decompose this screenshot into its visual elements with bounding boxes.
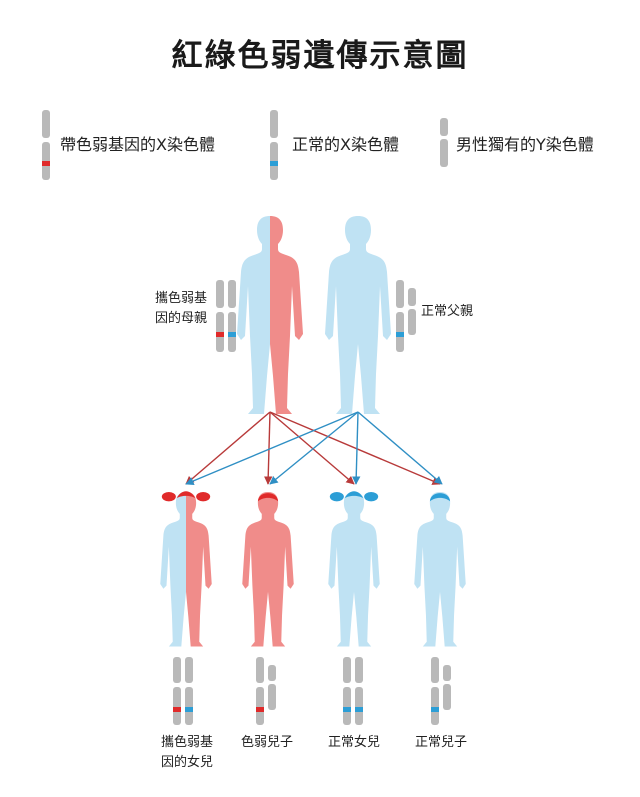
colorblind-son-figure — [242, 492, 294, 647]
arrow-mother-to-carrier-daughter — [185, 411, 271, 485]
x-red-icon — [42, 110, 50, 180]
page-title: 紅綠色弱遺傳示意圖 — [171, 38, 469, 74]
legend-label-x-red: 帶色弱基因的X染色體 — [60, 135, 215, 154]
normal-daughter-figure — [328, 491, 380, 647]
x-normal-icon — [270, 110, 278, 180]
normal-daughter-chromosomes — [343, 657, 363, 725]
father-chromosomes — [396, 280, 416, 352]
child-label-colorblind-son: 色弱兒子 — [241, 735, 294, 750]
normal-son-chromosomes — [431, 657, 451, 725]
arrow-father-to-normal-daughter — [352, 411, 361, 485]
arrow-father-to-normal-son — [357, 411, 443, 485]
child-label-carrier-daughter: 攜色弱基因的女兒 — [161, 735, 214, 770]
carrier-daughter-figure — [160, 491, 212, 647]
colorblind-son-chromosomes — [256, 657, 276, 725]
arrow-mother-to-normal-son — [269, 411, 441, 485]
mother-chromosomes — [216, 280, 236, 352]
normal-son-figure — [414, 492, 466, 647]
normal-father-figure — [325, 216, 391, 414]
carrier-daughter-chromosomes — [173, 657, 193, 725]
arrow-mother-to-colorblind-son — [264, 411, 273, 485]
mother-label: 攜色弱基因的母親 — [155, 291, 208, 326]
arrow-mother-to-normal-daughter — [269, 411, 355, 485]
carrier-mother-figure — [237, 216, 303, 414]
y-icon — [440, 118, 448, 167]
arrow-father-to-colorblind-son — [269, 411, 359, 485]
father-label: 正常父親 — [421, 304, 474, 319]
child-label-normal-son: 正常兒子 — [415, 735, 468, 750]
inheritance-arrows — [185, 411, 443, 485]
legend-label-y: 男性獨有的Y染色體 — [456, 135, 594, 154]
legend-label-x-normal: 正常的X染色體 — [292, 135, 399, 154]
child-label-normal-daughter: 正常女兒 — [328, 735, 381, 750]
arrow-father-to-carrier-daughter — [185, 411, 359, 485]
